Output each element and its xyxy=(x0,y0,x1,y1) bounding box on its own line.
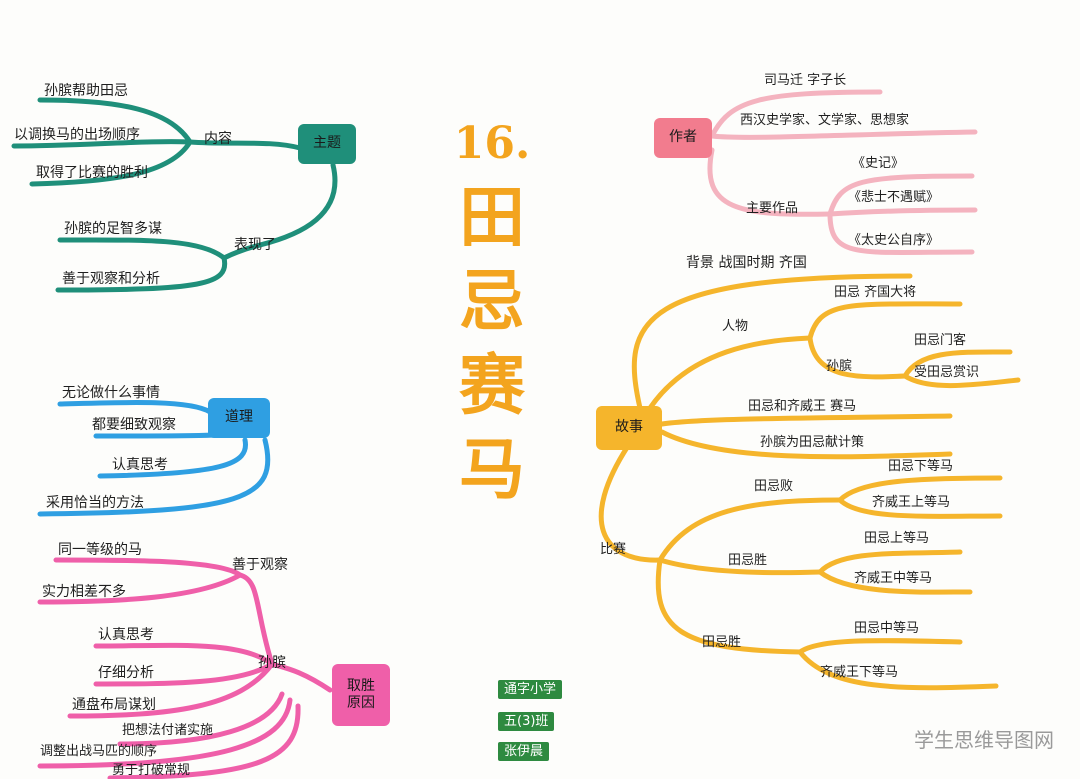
author-node: 作者 xyxy=(654,118,712,158)
theme-content-label: 内容 xyxy=(204,131,232,147)
theme-content-item: 孙膑帮助田忌 xyxy=(44,83,128,99)
theme-content-item: 以调换马的出场顺序 xyxy=(14,127,140,143)
author-works-label: 主要作品 xyxy=(746,201,799,216)
story-lose-item: 田忌下等马 xyxy=(888,459,954,474)
reason-item: 认真思考 xyxy=(112,457,168,473)
author-work: 《悲士不遇赋》 xyxy=(848,190,940,205)
win-think-item: 认真思考 xyxy=(98,627,154,643)
school-tag: 通字小学 xyxy=(498,680,563,699)
theme-node: 主题 xyxy=(298,124,356,164)
author-work: 《史记》 xyxy=(852,156,905,171)
story-win1-label: 田忌胜 xyxy=(728,553,768,568)
story-win1-item: 田忌上等马 xyxy=(864,531,930,546)
story-tianji: 田忌 齐国大将 xyxy=(834,285,917,300)
theme-show-item: 善于观察和分析 xyxy=(62,271,160,287)
main-title: 16. 田 忌 赛 马 xyxy=(452,118,532,511)
story-win1-item: 齐威王中等马 xyxy=(854,571,933,586)
reason-node: 道理 xyxy=(208,398,270,438)
author-branches xyxy=(707,89,978,256)
theme-content-item: 取得了比赛的胜利 xyxy=(36,165,148,181)
story-sunbin-item: 田忌门客 xyxy=(914,333,967,348)
story-event: 田忌和齐威王 赛马 xyxy=(748,399,857,414)
watermark: 学生思维导图网 xyxy=(914,728,1054,752)
author-name: 司马迁 字子长 xyxy=(764,73,847,88)
win-observe-item: 同一等级的马 xyxy=(58,542,142,558)
class-tag: 五(3)班 xyxy=(498,712,555,731)
theme-branches xyxy=(11,97,338,293)
story-win2-item: 齐威王下等马 xyxy=(820,665,899,680)
story-sunbin-item: 受田忌赏识 xyxy=(914,365,980,380)
reason-branches xyxy=(37,399,271,517)
story-event: 孙膑为田忌献计策 xyxy=(760,435,865,450)
title-char: 赛 xyxy=(459,346,525,424)
win-reason-node: 取胜原因 xyxy=(332,664,390,726)
win-think-item: 通盘布局谋划 xyxy=(72,697,156,713)
reason-item: 都要细致观察 xyxy=(92,417,176,433)
win-observe-label: 善于观察 xyxy=(232,557,288,573)
win-branches xyxy=(37,557,333,779)
theme-show-item: 孙膑的足智多谋 xyxy=(64,221,162,237)
story-win2-label: 田忌胜 xyxy=(702,635,742,650)
title-char: 马 xyxy=(459,430,525,508)
win-main-label: 孙膑 xyxy=(258,655,286,671)
win-think-item: 把想法付诸实施 xyxy=(122,723,214,738)
story-node: 故事 xyxy=(596,406,662,450)
author-title: 西汉史学家、文学家、思想家 xyxy=(740,113,910,128)
student-name-tag: 张伊晨 xyxy=(498,742,550,761)
story-sunbin-label: 孙膑 xyxy=(826,359,853,374)
title-char: 忌 xyxy=(459,262,525,340)
win-reason-label: 取胜原因 xyxy=(347,677,375,712)
story-lose-label: 田忌败 xyxy=(754,479,794,494)
story-lose-item: 齐威王上等马 xyxy=(872,495,951,510)
reason-item: 采用恰当的方法 xyxy=(46,495,144,511)
story-people-label: 人物 xyxy=(722,319,749,334)
title-char: 田 xyxy=(459,178,525,256)
win-think-item: 仔细分析 xyxy=(98,665,154,681)
title-number: 16. xyxy=(453,118,531,169)
story-win2-item: 田忌中等马 xyxy=(854,621,920,636)
story-race-label: 比赛 xyxy=(600,542,627,557)
theme-show-label: 表现了 xyxy=(234,237,276,253)
win-think-item: 调整出战马匹的顺序 xyxy=(40,744,158,759)
author-work: 《太史公自序》 xyxy=(848,233,940,248)
story-branches xyxy=(598,273,1021,691)
win-think-item: 勇于打破常规 xyxy=(112,763,191,778)
reason-item: 无论做什么事情 xyxy=(62,385,160,401)
win-observe-item: 实力相差不多 xyxy=(42,584,126,600)
story-background: 背景 战国时期 齐国 xyxy=(686,255,807,271)
